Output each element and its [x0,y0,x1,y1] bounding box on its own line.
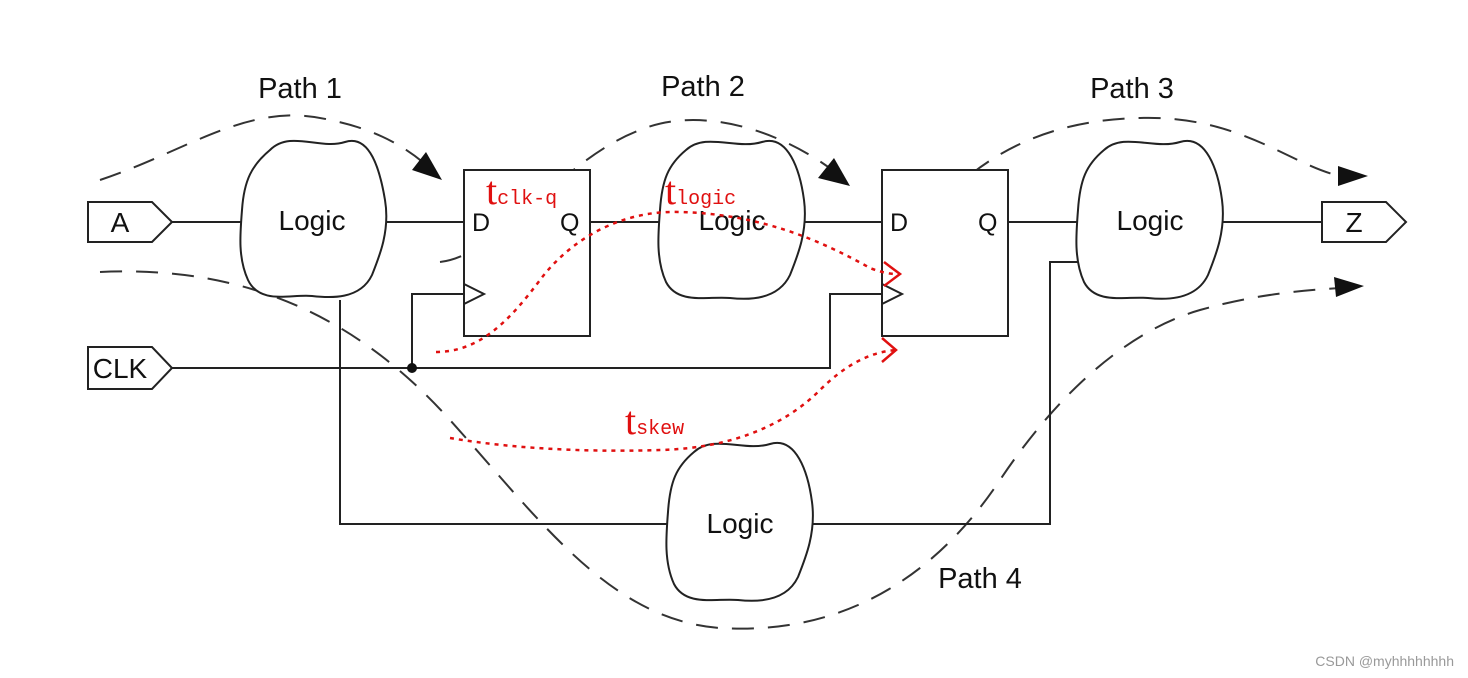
logic-cloud-3: Logic [1075,139,1224,300]
path3-arrowhead [1338,166,1368,186]
tlogic-label: tlogic [665,168,736,213]
flipflop-2-q-pin: Q [978,209,997,237]
wires [170,221,1322,525]
port-z-label: Z [1345,207,1362,238]
flipflop-2-clock-triangle [881,283,905,305]
wire-clk-main [170,293,882,369]
wire-logic1-to-logic4 [339,300,670,525]
wire-logic4-to-logic3 [812,261,1082,525]
ports: A CLK Z [87,201,1408,390]
logic-cloud-3-label: Logic [1117,205,1184,236]
logic-cloud-2-shape [657,139,806,300]
path2-curve [439,119,836,263]
path4-arrowhead [1334,277,1364,297]
path4-label: Path 4 [938,563,1022,595]
path1-label: Path 1 [258,73,342,105]
port-a-label: A [111,207,130,238]
tskew-label: tskew [625,398,684,443]
path2-arrowhead [818,158,850,186]
logic-cloud-3-shape [1075,139,1224,300]
path2-label: Path 2 [661,71,745,103]
tlogic-arrowhead [883,261,903,287]
flipflop-1-d-pin: D [472,209,490,237]
port-clk-shape [87,346,174,390]
flipflop-2-d-pin: D [890,209,908,237]
logic-cloud-2-label: Logic [699,205,766,236]
path1-arrowhead [412,152,442,180]
logic-cloud-4-label: Logic [707,508,774,539]
timing-annotations: tclk-q tlogic tskew [435,168,903,452]
clk-junction-dot [407,363,417,373]
logic-cloud-2: Logic [657,139,806,300]
flipflop-1-body [463,169,591,337]
port-a-shape [87,201,174,243]
flipflop-1-clock-triangle [463,283,487,305]
flipflop-1-q-pin: Q [560,209,579,237]
wire-clk-to-ff1 [411,293,464,368]
flipflop-2: D Q [881,169,1009,337]
logic-cloud-4: Logic [665,441,814,602]
tskew-arrowhead [881,337,898,363]
logic-cloud-1-shape [239,139,388,299]
port-z-shape [1321,201,1408,243]
path-labels: Path 1 Path 2 Path 3 Path 4 [258,71,1174,595]
flipflop-1: D Q [463,169,591,337]
flipflop-2-body [881,169,1009,337]
watermark-text: CSDN @myhhhhhhhh [1315,653,1454,669]
logic-cloud-4-shape [665,441,814,602]
tclkq-label: tclk-q [486,168,557,213]
path3-label: Path 3 [1090,73,1174,105]
path1-curve [99,114,433,181]
logic-cloud-1: Logic [239,139,388,299]
logic-cloud-1-label: Logic [279,205,346,236]
tskew-curve [449,348,897,452]
path4-curve [99,270,1341,630]
port-clk-label: CLK [93,353,148,384]
